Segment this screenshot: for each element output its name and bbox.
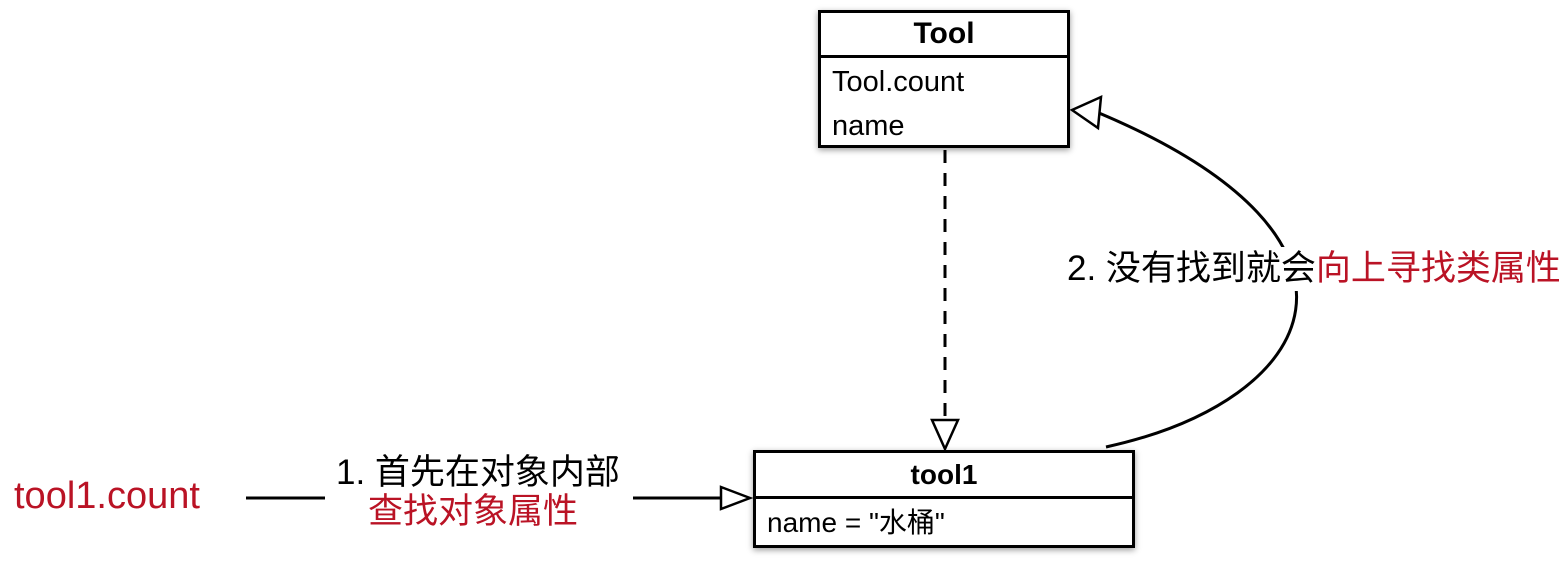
instance-attribute-name: name = "水桶" <box>767 507 945 538</box>
dashed-line-arrowhead-icon <box>930 418 960 453</box>
step2-annotation: 2. 没有找到就会向上寻找类属性 <box>1064 247 1559 291</box>
step1-arrowhead-icon <box>719 485 754 511</box>
class-attribute-name: name <box>832 110 905 142</box>
instance-box-title: tool1 <box>756 453 1132 499</box>
lookup-expression-label: tool1.count <box>14 475 200 517</box>
instance-box-body: name = "水桶" <box>756 499 1132 545</box>
class-box-tool: Tool Tool.count name <box>818 10 1070 148</box>
step1-annotation-highlight: 查找对象属性 <box>368 492 579 531</box>
step1-annotation: 1. 首先在对象内部 查找对象属性 <box>336 453 620 531</box>
class-box-body: Tool.count name <box>821 58 1067 147</box>
class-attribute-count: Tool.count <box>832 66 965 98</box>
class-box-title: Tool <box>821 13 1067 58</box>
instance-box-tool1: tool1 name = "水桶" <box>753 450 1135 548</box>
step1-annotation-prefix: 1. 首先在对象内部 <box>336 453 620 492</box>
step2-annotation-prefix: 2. 没有找到就会 <box>1067 249 1316 288</box>
step2-curve-line <box>1098 111 1298 449</box>
step2-arrowhead-icon <box>1069 94 1103 131</box>
step2-annotation-highlight: 向上寻找类属性 <box>1315 249 1559 288</box>
